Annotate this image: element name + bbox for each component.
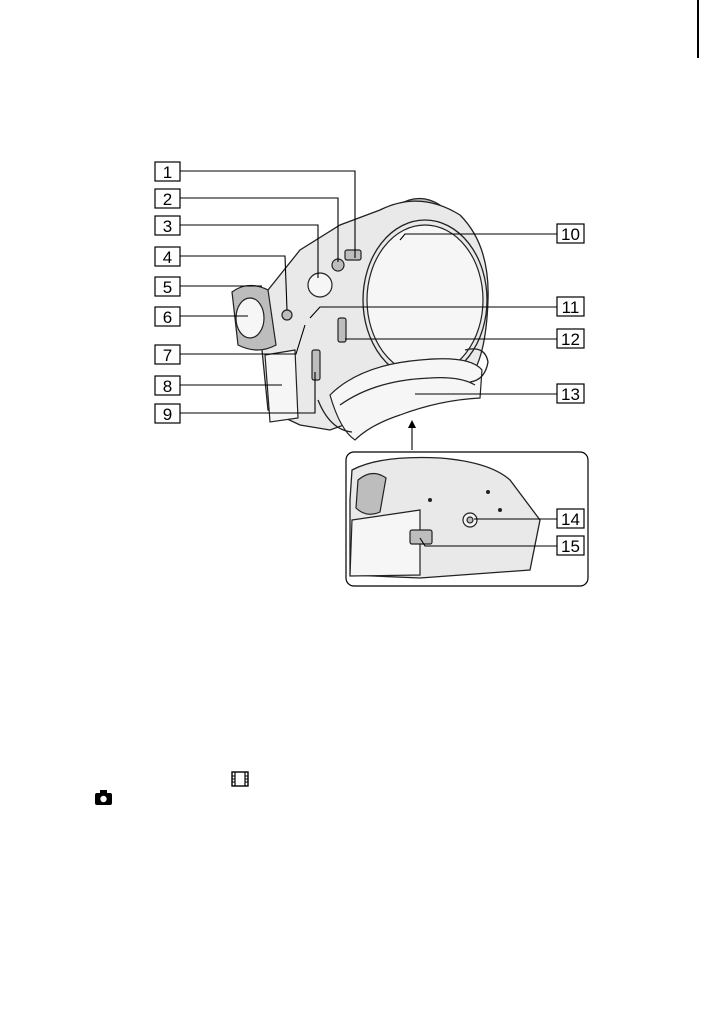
mode-dial (308, 273, 332, 297)
callout-6: 6 (155, 307, 180, 327)
callout-15: 15 (557, 536, 584, 556)
callout-6-number: 6 (163, 308, 172, 327)
callout-7: 7 (155, 345, 180, 365)
callout-8: 8 (155, 376, 180, 396)
callout-13: 13 (557, 384, 584, 404)
battery-release-lever (410, 530, 432, 544)
viewfinder-adjust-lever (282, 310, 292, 320)
callout-11: 11 (557, 297, 584, 317)
viewfinder-lens (236, 298, 264, 338)
callout-2-number: 2 (163, 190, 172, 209)
callout-7-number: 7 (163, 346, 172, 365)
callout-4: 4 (155, 247, 180, 267)
callout-10-number: 10 (561, 225, 580, 244)
a-v-remote-connector (338, 318, 346, 342)
inset-arrow-head (408, 420, 416, 428)
battery-pack (265, 350, 298, 422)
camera-icon (95, 790, 112, 805)
callout-1: 1 (155, 162, 180, 182)
callout-3-number: 3 (163, 217, 172, 236)
callout-4-number: 4 (163, 248, 172, 267)
camcorder-illustration (232, 199, 488, 441)
tripod-receptacle-hole (467, 517, 473, 523)
callout-11-number: 11 (562, 298, 580, 317)
dc-in-jack (312, 350, 320, 380)
power-zoom-lever (345, 250, 361, 260)
callout-2: 2 (155, 189, 180, 209)
callout-15-number: 15 (561, 537, 580, 556)
callout-13-number: 13 (561, 385, 580, 404)
side-disc-cover (367, 225, 483, 375)
callout-14: 14 (557, 509, 584, 529)
callout-12: 12 (557, 329, 584, 349)
callout-5-number: 5 (163, 278, 172, 297)
inset-screw-3 (498, 508, 502, 512)
callout-9-number: 9 (163, 405, 172, 424)
callout-9: 9 (155, 404, 180, 424)
callout-1-number: 1 (163, 163, 172, 182)
callout-8-number: 8 (163, 377, 172, 396)
callout-14-number: 14 (561, 510, 580, 529)
inset-battery (350, 510, 420, 576)
inset-screw-1 (428, 498, 432, 502)
film-strip-icon (232, 772, 248, 786)
callout-10: 10 (557, 224, 584, 244)
inset-screw-2 (486, 490, 490, 494)
callout-12-number: 12 (561, 330, 580, 349)
callout-3: 3 (155, 216, 180, 236)
callout-5: 5 (155, 277, 180, 297)
